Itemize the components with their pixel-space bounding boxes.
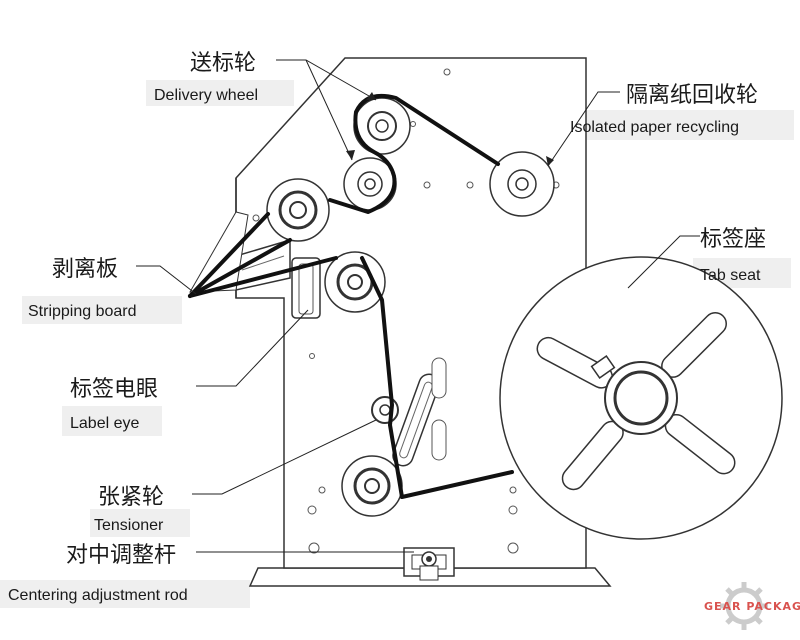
tensioner-roller — [341, 455, 403, 517]
frame-holes — [252, 68, 560, 554]
stripping-board-en-bg — [22, 296, 182, 324]
isolated-paper-en: Isolated paper recycling — [570, 119, 739, 136]
hole — [252, 214, 260, 222]
tension-arm-slot — [399, 381, 433, 459]
tensioner-zh: 张紧轮 — [98, 485, 164, 510]
hole — [410, 121, 416, 127]
centering-rod-en-bg — [0, 580, 250, 608]
delivery-wheel-zh: 送标轮 — [190, 51, 256, 76]
hole — [509, 486, 517, 494]
leader-arrowheads — [346, 92, 554, 166]
hole — [307, 505, 317, 515]
hole — [308, 542, 320, 554]
centering-rod-bolt-center — [426, 556, 432, 562]
logo-text: GEAR PACKAGING — [704, 600, 800, 613]
centering-rod-zh: 对中调整杆 — [66, 543, 176, 568]
isolated-paper-zh: 隔离纸回收轮 — [626, 83, 758, 108]
guide-roller-2 — [324, 251, 386, 313]
recycling-roller — [489, 151, 555, 217]
label-eye-en: Label eye — [70, 415, 139, 432]
delivery-wheel-en: Delivery wheel — [154, 87, 258, 104]
tab-seat-zh: 标签座 — [700, 227, 766, 252]
adjust-slot-bottom — [431, 419, 447, 461]
delivery-roller-lower — [343, 157, 397, 211]
guide-roller-1 — [266, 178, 330, 242]
label-eye-slot — [298, 263, 314, 315]
stripping-board-zh: 剥离板 — [52, 257, 118, 282]
tensioner-en-bg — [90, 509, 190, 537]
stripping-board-line — [241, 255, 285, 271]
hole — [318, 486, 326, 494]
hole — [309, 353, 315, 359]
hole — [507, 542, 519, 554]
tensioner-en: Tensioner — [94, 517, 164, 534]
stripping-board-en: Stripping board — [28, 303, 137, 320]
delivery-roller-upper — [353, 97, 411, 155]
hole — [443, 68, 451, 76]
label-eye-zh: 标签电眼 — [70, 377, 158, 402]
label-eye-roller — [371, 396, 399, 424]
hole — [423, 181, 431, 189]
delivery-wheel-en-bg — [146, 80, 294, 106]
label-eye-en-bg — [62, 406, 162, 436]
centering-rod-stem — [419, 565, 439, 581]
adjust-slot-top — [431, 357, 447, 399]
centering-rod-en: Centering adjustment rod — [8, 587, 188, 604]
hole — [508, 505, 518, 515]
gear-packaging-logo: GEAR PACKAGING — [704, 582, 800, 630]
isolated-paper-en-bg — [562, 110, 794, 140]
tab-seat-en: Tab seat — [700, 267, 761, 284]
leader-lines — [136, 59, 700, 553]
hole — [466, 181, 474, 189]
tab-seat-reel — [499, 256, 783, 540]
